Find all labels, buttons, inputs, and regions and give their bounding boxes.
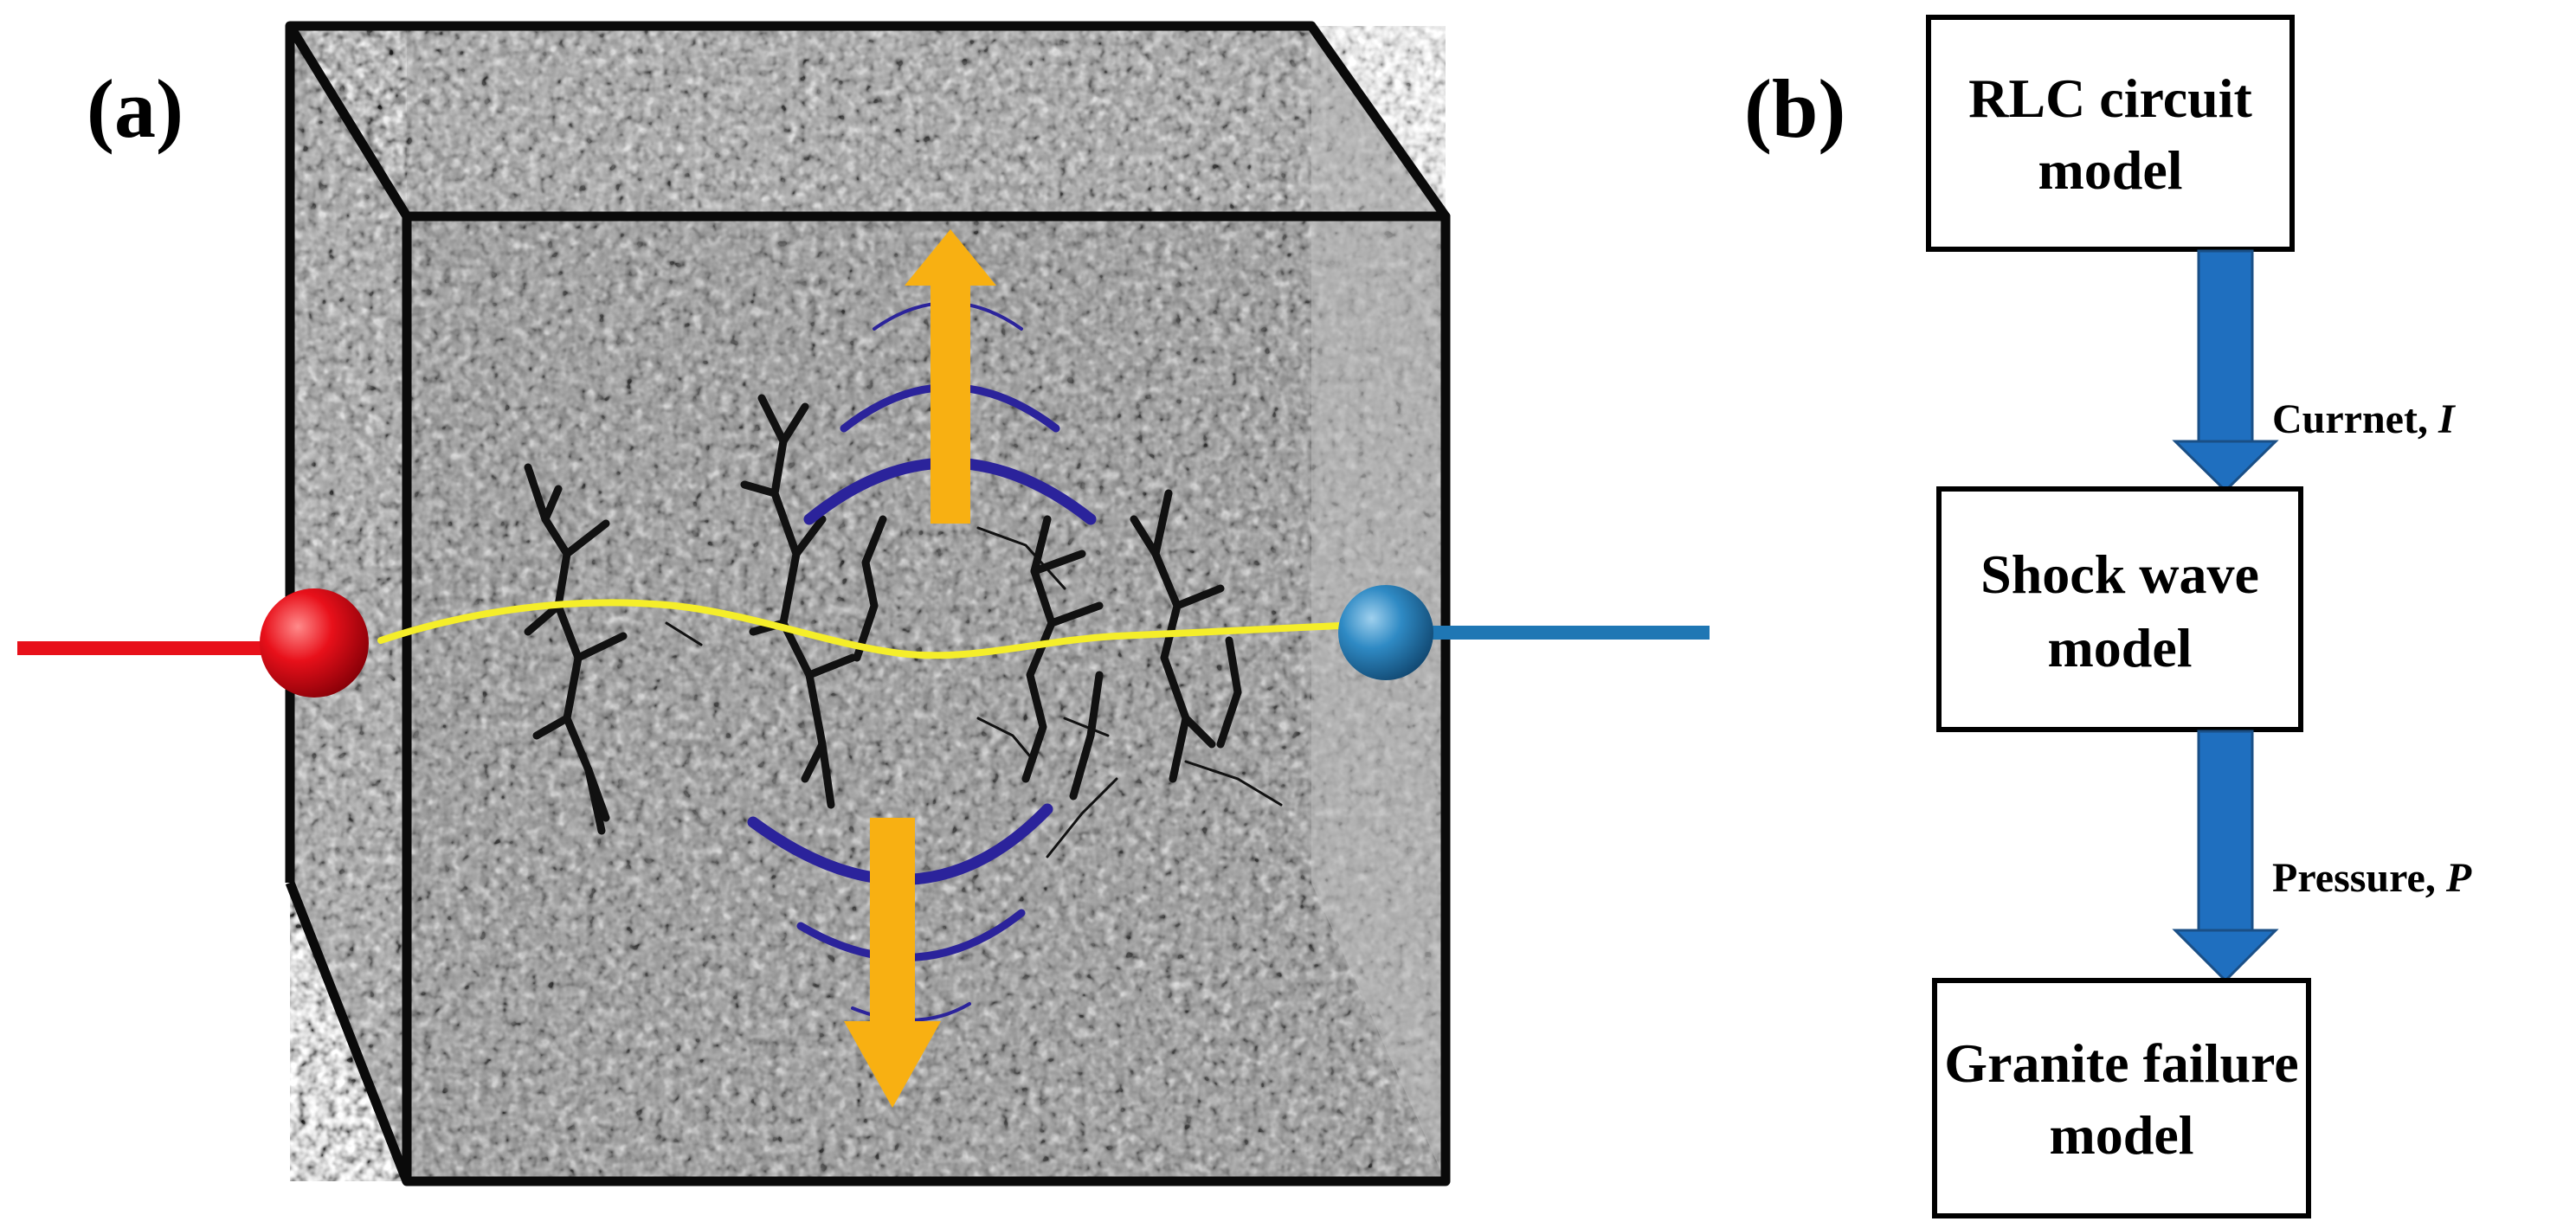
panel-a: (a) [17,21,1710,1186]
panel-a-label: (a) [87,62,184,155]
expansion-arrow-up [905,229,996,524]
rlc-box-line2: model [2038,139,2182,201]
current-edge-label: Currnet, I [2272,396,2457,442]
shock-wave-model-box: Shock wave model [1936,486,2303,732]
expansion-arrow-down [844,818,941,1108]
granite-box-line2: model [2049,1104,2193,1166]
pressure-flow-arrow [2172,730,2279,983]
panel-b: (b) RLC circuit model Currnet, I Shock w… [1744,15,2472,1218]
negative-electrode-ball [1338,585,1433,680]
pressure-edge-label: Pressure, P [2272,855,2472,901]
granite-box-line1: Granite failure [1944,1032,2298,1094]
hairline-cracks [665,526,1283,858]
cube-edges [285,21,1451,1186]
rlc-circuit-model-box: RLC circuit model [1926,15,2295,252]
panel-b-label: (b) [1744,62,1845,155]
rlc-box-line1: RLC circuit [1968,68,2252,129]
granite-failure-model-box: Granite failure model [1932,978,2311,1218]
current-flow-arrow [2172,249,2279,493]
shock-box-line1: Shock wave [1980,543,2259,605]
plasma-channel [377,599,1397,659]
positive-electrode-ball [260,588,369,698]
shock-box-line2: model [2047,617,2192,678]
crack-network [524,394,1242,835]
